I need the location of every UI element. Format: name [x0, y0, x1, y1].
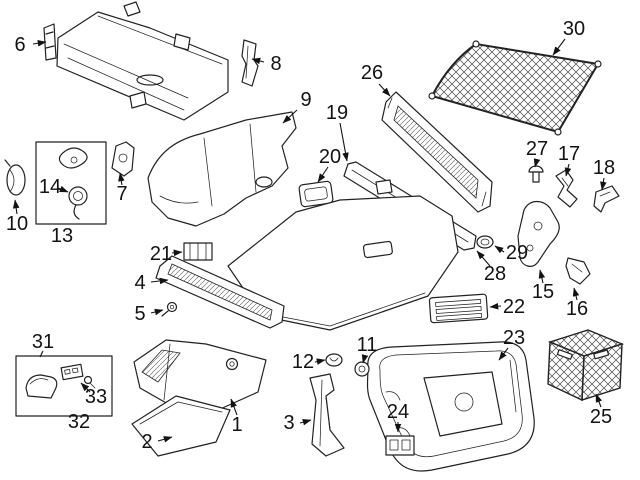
callout-2[interactable]: 2 — [141, 431, 152, 453]
callout-9[interactable]: 9 — [300, 89, 311, 111]
callout-8[interactable]: 8 — [270, 53, 281, 75]
part-trunk-floor-mat — [227, 195, 459, 331]
callout-32[interactable]: 32 — [68, 411, 90, 433]
callout-13[interactable]: 13 — [51, 225, 73, 247]
callout-4[interactable]: 4 — [134, 272, 145, 294]
callout-20[interactable]: 20 — [319, 146, 341, 168]
callout-19[interactable]: 19 — [326, 102, 348, 124]
callout-29[interactable]: 29 — [506, 242, 528, 264]
callout-1[interactable]: 1 — [231, 414, 242, 436]
part-31-kit-box — [15, 355, 113, 417]
part-22-vent-panel — [428, 293, 489, 324]
part-15-bracket — [517, 200, 560, 267]
callout-14[interactable]: 14 — [39, 176, 61, 198]
part-20-pad — [298, 180, 334, 208]
part-8-bracket — [241, 39, 259, 87]
part-12-clip — [325, 353, 343, 367]
callout-7[interactable]: 7 — [116, 183, 127, 205]
callout-17[interactable]: 17 — [558, 143, 580, 165]
part-3-bracket — [309, 373, 345, 457]
part-24-bracket — [385, 435, 415, 456]
callout-18[interactable]: 18 — [593, 157, 615, 179]
part-4-sill-panel — [155, 255, 285, 329]
callout-22[interactable]: 22 — [503, 296, 525, 318]
part-7-bracket — [111, 141, 135, 177]
callout-3[interactable]: 3 — [283, 412, 294, 434]
callout-labels: 1 2 3 4 5 6 7 8 9 10 11 12 13 14 15 16 1… — [6, 18, 615, 453]
callout-15[interactable]: 15 — [532, 281, 554, 303]
part-2-tray — [131, 395, 231, 457]
part-10-cap — [4, 159, 26, 196]
callout-24[interactable]: 24 — [387, 401, 409, 423]
callout-30[interactable]: 30 — [563, 18, 585, 40]
part-6-shelf-panel — [43, 1, 229, 121]
callout-25[interactable]: 25 — [590, 406, 612, 428]
callout-23[interactable]: 23 — [503, 327, 525, 349]
part-29-grommet — [476, 235, 494, 249]
part-16-bracket — [565, 257, 591, 285]
callout-27[interactable]: 27 — [526, 138, 548, 160]
callout-28[interactable]: 28 — [484, 263, 506, 285]
callout-16[interactable]: 16 — [566, 298, 588, 320]
part-21-plate — [183, 242, 213, 261]
callout-6[interactable]: 6 — [14, 34, 25, 56]
part-drawings — [4, 1, 625, 472]
part-5-fastener — [161, 301, 178, 317]
part-30-cargo-net — [428, 40, 602, 136]
callout-11[interactable]: 11 — [357, 334, 378, 356]
part-13-hook-kit — [35, 141, 107, 225]
callout-26[interactable]: 26 — [361, 62, 383, 84]
part-26-sill-trim — [381, 91, 493, 213]
leader-lines — [12, 38, 607, 443]
part-9-quarter-trim-panel — [147, 111, 297, 227]
part-11-grommet — [354, 361, 370, 377]
callout-10[interactable]: 10 — [6, 213, 28, 235]
callout-21[interactable]: 21 — [150, 243, 172, 265]
callout-33[interactable]: 33 — [85, 386, 107, 408]
part-25-storage-crate — [547, 329, 625, 402]
callout-12[interactable]: 12 — [292, 351, 314, 373]
callout-5[interactable]: 5 — [134, 303, 145, 325]
part-27-clip — [528, 165, 544, 183]
part-18-bracket — [593, 185, 620, 213]
callout-31[interactable]: 31 — [32, 331, 54, 353]
part-1-floor-panel — [133, 339, 267, 411]
